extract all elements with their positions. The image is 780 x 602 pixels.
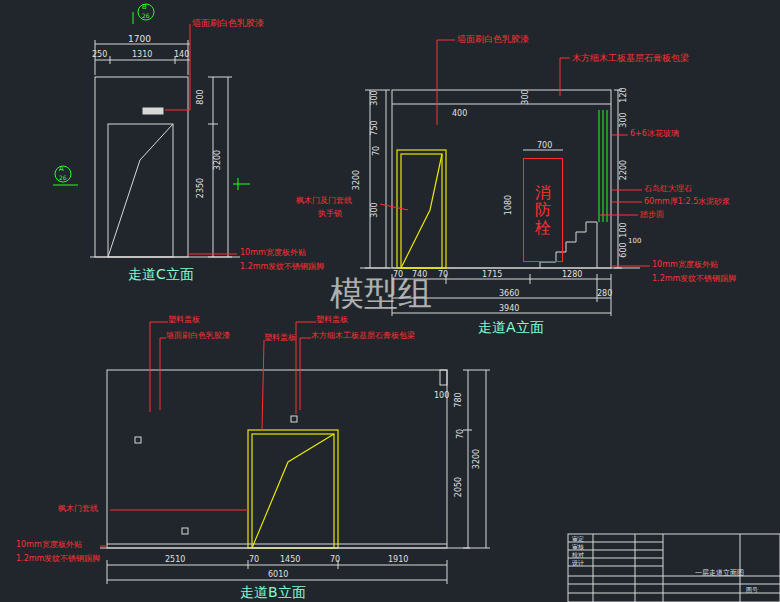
dimension: 300 (371, 202, 379, 217)
note: 塑料盖板 (168, 316, 200, 324)
dimension: 100 (434, 392, 449, 400)
dimension: 600 (620, 242, 628, 257)
table-cell: 一层走道立面图 (695, 570, 744, 577)
table-cell: 校对 (572, 552, 584, 558)
dimension: 3200 (353, 170, 361, 190)
dimension: 1080 (505, 195, 513, 215)
view-title: 走道C立面 (128, 267, 194, 281)
dimension: 1700 (128, 35, 151, 44)
note: 1.2mm发纹不锈钢踢脚 (240, 263, 324, 271)
dimension: 70 (249, 556, 259, 564)
note: 木方细木工板基层石膏板包梁 (572, 54, 689, 63)
dimension: 780 (455, 392, 463, 407)
note: 6+6冰花玻璃 (630, 130, 679, 138)
marker-number: 26 (142, 13, 150, 19)
dimension: 3200 (214, 150, 222, 170)
dimension: 2200 (620, 160, 628, 180)
dimension: 280 (597, 290, 612, 298)
dimension: 750 (371, 120, 379, 135)
note: 10mm宽度板外贴 (16, 541, 82, 549)
view-title: 走道B立面 (240, 585, 306, 599)
table-cell: 图号 (746, 587, 758, 593)
dimension: 300 (371, 90, 379, 105)
note: 墙面刷白色乳胶漆 (192, 19, 264, 28)
note: 1.2mm发纹不锈钢踢脚 (16, 555, 100, 563)
dimension: 6010 (268, 571, 288, 579)
hydrant-label: 消防栓 (535, 184, 551, 237)
note: 塑料盖板 (264, 334, 296, 342)
note: 塑料盖板 (316, 316, 348, 324)
table-cell: 设计 (572, 560, 584, 566)
note: 执手锁 (318, 210, 342, 218)
view-title: 走道A立面 (478, 320, 544, 334)
dimension: 400 (452, 110, 467, 118)
note: 木方细木工板基层石膏板包梁 (311, 332, 415, 340)
note: 10mm宽度板外贴 (652, 261, 718, 269)
dimension: 300 (522, 89, 530, 104)
note: 石岛红大理石 (644, 185, 692, 193)
dimension: 2510 (165, 556, 185, 564)
marker-letter: A (59, 166, 64, 173)
dimension: 70 (330, 556, 340, 564)
dimension: 1280 (562, 271, 582, 279)
dimension: 140 (174, 51, 189, 59)
dimension: 800 (197, 89, 205, 104)
dimension: 250 (92, 51, 107, 59)
note: 1.2mm发纹不锈钢踢脚 (652, 275, 736, 283)
dimension: 100 (628, 238, 641, 245)
dimension: 1450 (280, 556, 300, 564)
dimension: 1715 (482, 271, 502, 279)
dimension: 3200 (473, 449, 481, 469)
note: 墙面刷白色乳胶漆 (166, 332, 230, 340)
dimension: 300 (620, 112, 628, 127)
dimension: 100 (620, 222, 628, 237)
note: 枫木门及门套线 (296, 197, 352, 205)
dimension: 70 (373, 146, 381, 156)
table-cell: 审核 (572, 544, 584, 550)
hydrant-box: 消防栓 (523, 158, 563, 262)
note: 墙面刷白色乳胶漆 (457, 35, 529, 44)
note: 10mm宽度板外贴 (240, 249, 306, 257)
dimension: 1910 (388, 556, 408, 564)
note: 踏步面 (640, 211, 664, 219)
table-cell: 审定 (572, 536, 584, 542)
marker-number: 26 (59, 175, 67, 181)
watermark: 模型组 (330, 276, 432, 310)
dimension: 120 (620, 87, 628, 102)
marker-letter: B (142, 4, 147, 11)
dimension: 3660 (499, 290, 519, 298)
dimension: 70 (457, 429, 465, 439)
note: 枫木门套线 (58, 505, 98, 513)
dimension: 700 (537, 142, 552, 150)
dimension: 3940 (499, 305, 519, 313)
note: 60mm厚1:2.5水泥砂浆 (644, 198, 730, 206)
dimension: 70 (438, 271, 448, 279)
dimension: 2350 (197, 178, 205, 198)
dimension: 1310 (132, 51, 152, 59)
dimension: 2050 (455, 477, 463, 497)
